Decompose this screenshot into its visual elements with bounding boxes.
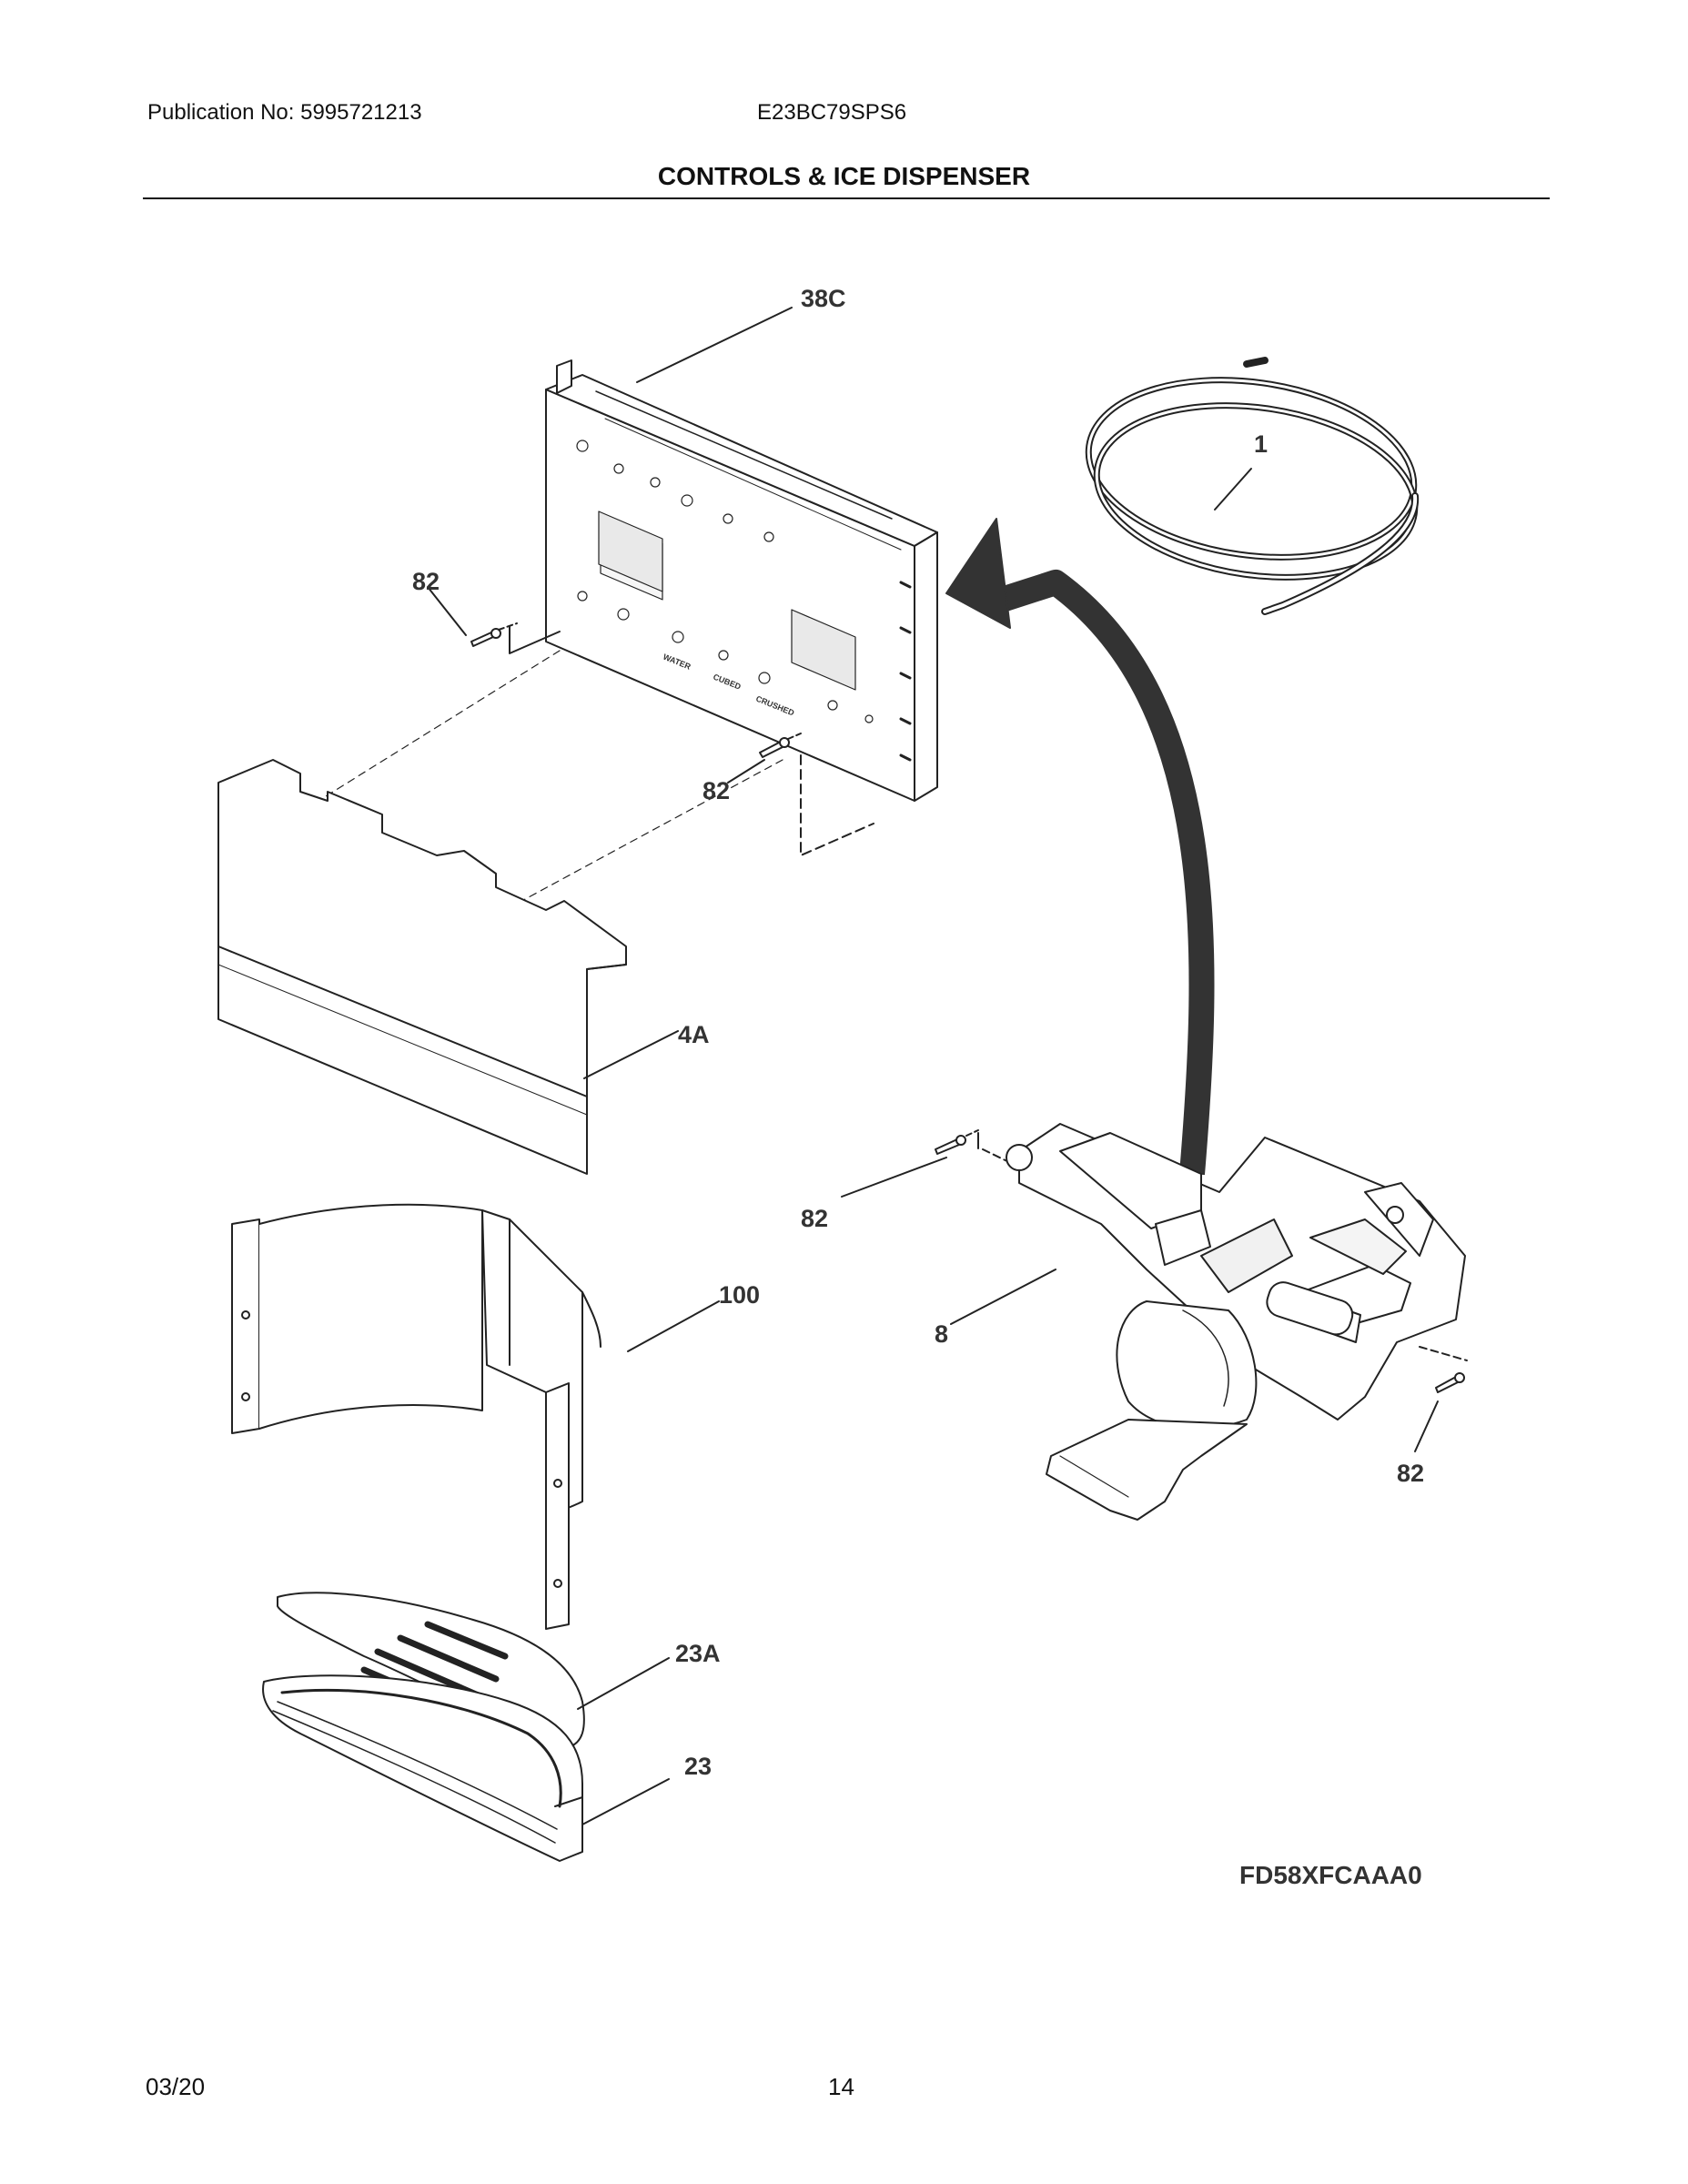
screw-dispenser-left: [935, 1129, 1016, 1166]
dashed-alignment-board: [800, 754, 874, 856]
water-tubing: [1085, 357, 1420, 615]
leader-1: [1214, 468, 1252, 511]
leader-82-left: [427, 586, 467, 636]
callout-100: 100: [719, 1281, 760, 1309]
screw-upper-center: [759, 733, 802, 758]
callout-8: 8: [935, 1320, 948, 1348]
callout-82-center: 82: [702, 777, 730, 804]
callout-23: 23: [684, 1753, 712, 1780]
screw-upper-left: [470, 622, 561, 654]
callout-82-dispenser-right: 82: [1397, 1460, 1424, 1487]
page-number: 14: [828, 2073, 854, 2100]
publication-number: Publication No: 5995721213: [147, 100, 422, 125]
callout-38c: 38C: [801, 285, 846, 312]
chute-shield: [231, 1203, 601, 1630]
assembly-direction-arrow: [945, 518, 1215, 1176]
ice-dispenser-assembly: [1006, 1123, 1466, 1521]
screw-dispenser-right: [1419, 1346, 1468, 1393]
callout-23a: 23A: [675, 1640, 721, 1667]
leader-23: [581, 1778, 670, 1825]
drip-tray: [262, 1674, 583, 1862]
leader-82-center: [727, 759, 765, 784]
callout-1: 1: [1254, 430, 1268, 458]
leader-23a: [577, 1657, 670, 1710]
page-title: CONTROLS & ICE DISPENSER: [657, 162, 1031, 190]
header-rule: [143, 197, 1550, 199]
callout-4a: 4A: [678, 1021, 710, 1048]
leader-4a: [583, 1030, 679, 1079]
control-board: [545, 359, 938, 802]
dispenser-cover: [217, 759, 627, 1175]
leader-82-dispenser-right: [1414, 1400, 1439, 1452]
leader-8: [950, 1269, 1056, 1325]
leader-100: [627, 1300, 720, 1352]
footer-date: 03/20: [146, 2073, 206, 2100]
model-number: E23BC79SPS6: [757, 100, 907, 125]
leader-82-dispenser-left: [841, 1157, 947, 1198]
figure-code: FD58XFCAAA0: [1239, 1861, 1422, 1889]
callout-82-left: 82: [412, 568, 440, 595]
leader-38c: [636, 307, 793, 383]
callout-82-dispenser-left: 82: [801, 1205, 828, 1232]
